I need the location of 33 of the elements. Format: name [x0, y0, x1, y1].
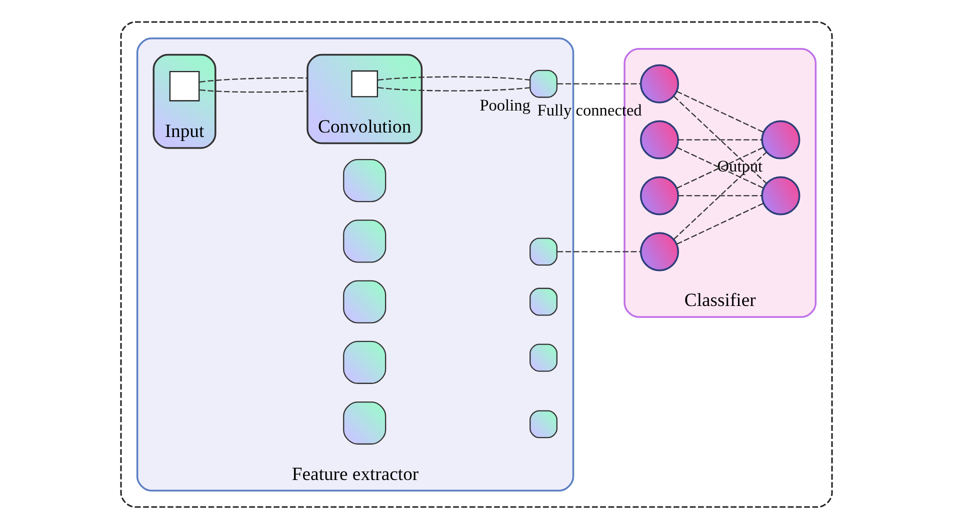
- node-circle: [640, 176, 680, 216]
- node-box: [343, 340, 386, 384]
- node-box: [343, 159, 386, 202]
- node-box: [169, 71, 200, 102]
- node-box: [343, 280, 386, 324]
- connector: [557, 83, 640, 84]
- connector: [676, 90, 764, 133]
- cluster: Input: [152, 54, 216, 149]
- node-box: [530, 238, 558, 266]
- connector: [378, 87, 530, 92]
- node-circle: [640, 64, 680, 104]
- connector: [678, 139, 762, 140]
- node-box: [530, 410, 558, 438]
- connector: [673, 96, 767, 184]
- node-circle: [761, 120, 800, 160]
- node-box: [351, 70, 378, 98]
- connector: [378, 76, 530, 81]
- connector: [673, 152, 767, 240]
- connector: [200, 89, 308, 93]
- cluster: Convolution: [306, 54, 423, 144]
- node-box: [343, 401, 386, 445]
- node-box: [530, 288, 558, 316]
- node-box: [343, 220, 386, 263]
- node-circle: [640, 120, 680, 160]
- node-circle: [761, 176, 800, 216]
- node-circle: [640, 232, 680, 272]
- connector: [676, 202, 764, 245]
- cluster: [120, 21, 833, 508]
- connector: [557, 251, 640, 252]
- connector: [200, 77, 308, 83]
- node-label: Pooling: [480, 95, 530, 114]
- node-box: [530, 344, 558, 372]
- connector: [678, 195, 762, 196]
